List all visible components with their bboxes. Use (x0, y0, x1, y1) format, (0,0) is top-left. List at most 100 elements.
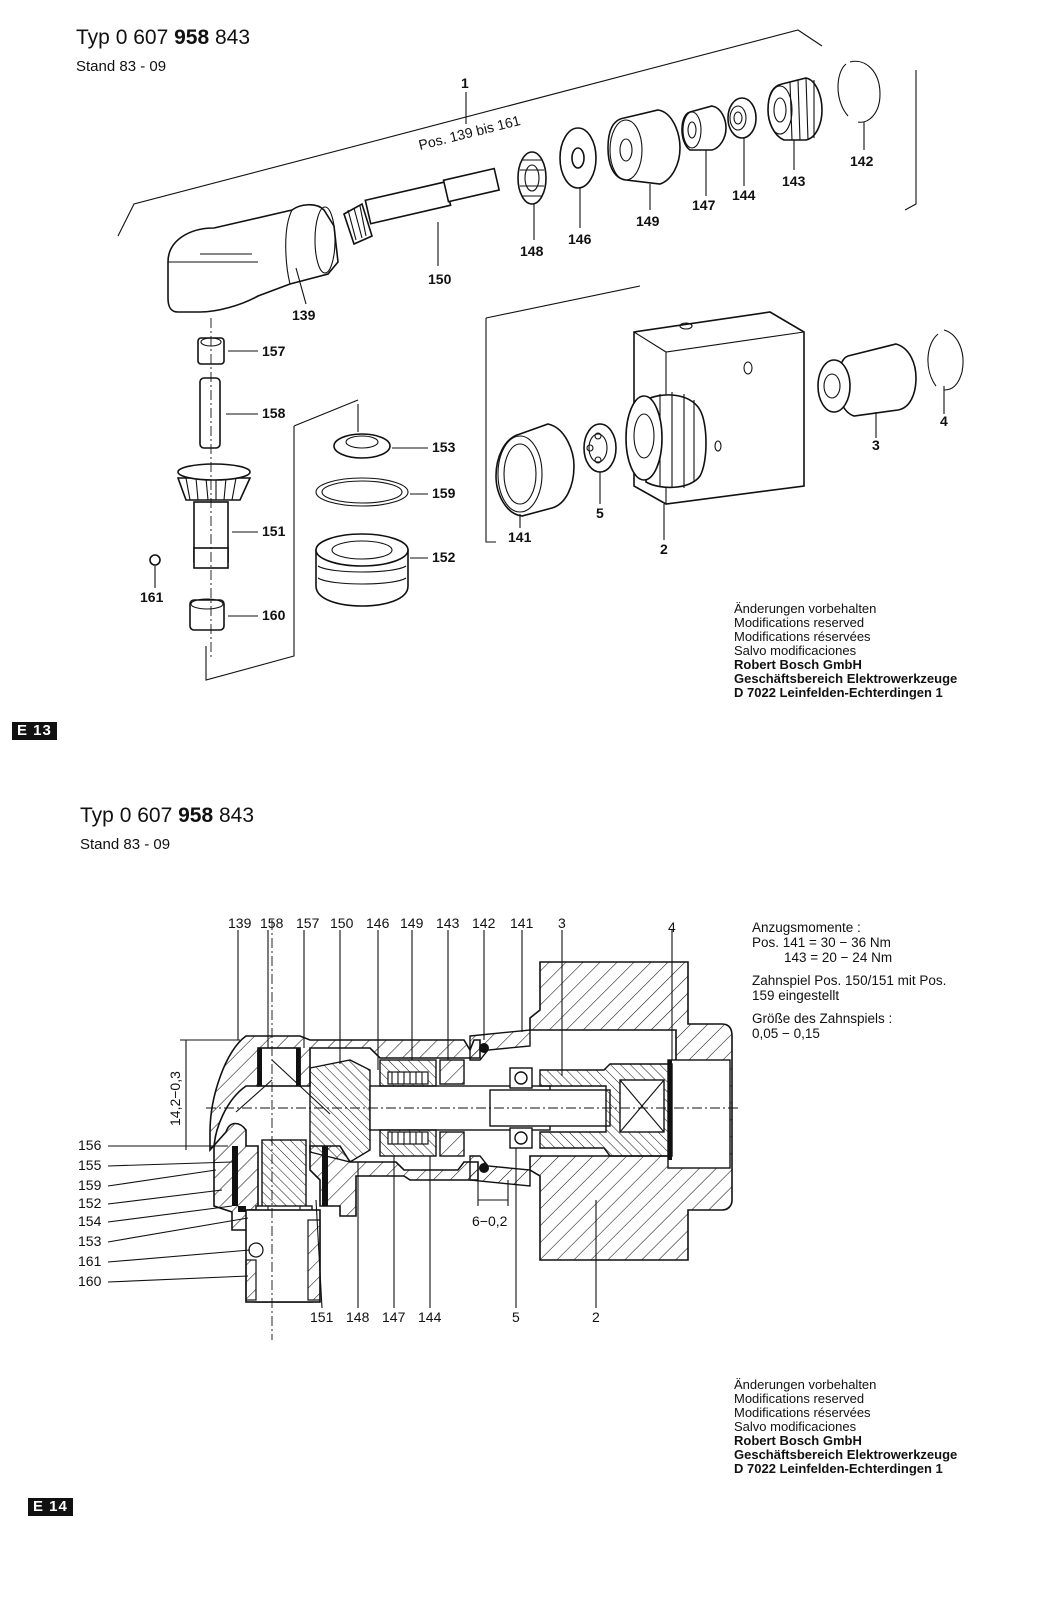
top-leaders (237, 930, 673, 1076)
bottom-leaders (315, 1148, 597, 1309)
label-143: 143 (782, 173, 806, 189)
part-161-ball (149, 554, 161, 588)
part-4-circlip (927, 329, 964, 414)
part-141-nut (495, 423, 575, 528)
label-147: 147 (692, 197, 716, 213)
section-seals (232, 1146, 328, 1212)
label-151: 151 (262, 523, 286, 539)
notice-line-es: Salvo modificaciones (734, 1419, 857, 1434)
part-157-bushing (197, 337, 258, 365)
notice-line-fr: Modifications réservées (734, 1405, 871, 1420)
label-4: 4 (940, 413, 948, 429)
s2-label-139: 139 (228, 915, 252, 931)
typ-number-b: 958 (174, 26, 210, 49)
sheet1-stand: Stand 83 - 09 (76, 58, 167, 75)
s2-label-147: 147 (382, 1309, 406, 1325)
s2-label-142: 142 (472, 915, 496, 931)
exploded-view-diagram: 1 142 143 144 147 149 146 148 150 139 15… (117, 29, 964, 681)
label-148: 148 (520, 243, 544, 259)
s2-label-3: 3 (558, 915, 566, 931)
label-157: 157 (262, 343, 286, 359)
s2-label-159: 159 (78, 1177, 102, 1193)
dimension-lines (180, 1039, 509, 1206)
notice-company: Robert Bosch GmbH (734, 1433, 862, 1448)
s2-label-144: 144 (418, 1309, 442, 1325)
label-5: 5 (596, 505, 604, 521)
part-148-needle-cage (517, 151, 547, 205)
notice-address: D 7022 Leinfelden-Echterdingen 1 (734, 685, 943, 700)
left-leaders (107, 1145, 251, 1283)
part-150-pinion-shaft (343, 167, 501, 246)
torque-notes: Anzugsmomente : Pos. 141 = 30 − 36 Nm 14… (752, 920, 946, 1041)
typ-number-a: 0 607 (115, 26, 169, 49)
notice-line-de: Änderungen vorbehalten (734, 1377, 877, 1392)
label-142: 142 (850, 153, 874, 169)
label-2: 2 (660, 541, 668, 557)
notice-line-fr: Modifications réservées (734, 629, 871, 644)
typ-number-a: 0 607 (119, 804, 173, 827)
sheet1-notice: Änderungen vorbehalten Modifications res… (734, 602, 957, 700)
label-160: 160 (262, 607, 286, 623)
label-141: 141 (508, 529, 532, 545)
label-158: 158 (262, 405, 286, 421)
s2-label-150: 150 (330, 915, 354, 931)
part-151-bevel-gear (176, 463, 258, 569)
s2-label-153: 153 (78, 1233, 102, 1249)
leaders-top (295, 92, 865, 305)
section-axes (206, 920, 740, 1340)
sheet2-labels: 139 158 157 150 146 149 143 142 141 3 4 … (78, 915, 676, 1325)
label-144: 144 (732, 187, 756, 203)
sheet1-labels: 1 142 143 144 147 149 146 148 150 139 15… (140, 75, 948, 623)
section-part-149-sleeve (379, 1059, 437, 1157)
section-part-139-housing (209, 1035, 481, 1231)
dim-horizontal-label: 6−0,2 (472, 1213, 508, 1229)
size-line-1: Größe des Zahnspiels : (752, 1011, 893, 1026)
section-part-143-ring (439, 1059, 465, 1157)
part-139-housing (167, 203, 339, 313)
torque-line-141: Pos. 141 = 30 − 36 Nm (752, 935, 891, 950)
cluster-frame-right (485, 285, 641, 543)
s2-label-161: 161 (78, 1253, 102, 1269)
section-part-141-nut (469, 1029, 531, 1187)
notice-division: Geschäftsbereich Elektrowerkzeuge (734, 1447, 958, 1462)
notice-company: Robert Bosch GmbH (734, 657, 862, 672)
torque-title: Anzugsmomente : (752, 920, 861, 935)
s2-label-5: 5 (512, 1309, 520, 1325)
label-146: 146 (568, 231, 592, 247)
sectional-view-diagram: 139 158 157 150 146 149 143 142 141 3 4 … (78, 915, 740, 1340)
backlash-line-1: Zahnspiel Pos. 150/151 mit Pos. (752, 973, 947, 988)
part-149-sleeve (607, 109, 681, 185)
label-152: 152 (432, 549, 456, 565)
part-160-bushing (189, 598, 258, 631)
s2-label-149: 149 (400, 915, 424, 931)
section-part-5-bearing (509, 1067, 533, 1149)
part-143-threaded-ring (767, 77, 823, 141)
notice-line-es: Salvo modificaciones (734, 643, 857, 658)
section-part-2-block (529, 961, 733, 1261)
s2-label-143: 143 (436, 915, 460, 931)
typ-number-c: 843 (219, 804, 255, 827)
typ-prefix: Typ (76, 26, 110, 49)
part-146-washer (559, 127, 597, 189)
sheet2-stand: Stand 83 - 09 (80, 836, 171, 853)
notice-line-de: Änderungen vorbehalten (734, 601, 877, 616)
s2-label-4: 4 (668, 919, 676, 935)
torque-line-143: 143 = 20 − 24 Nm (784, 950, 893, 965)
s2-label-151: 151 (310, 1309, 334, 1325)
typ-number-c: 843 (215, 26, 251, 49)
sheet2-notice: Änderungen vorbehalten Modifications res… (734, 1378, 957, 1476)
label-159: 159 (432, 485, 456, 501)
pos-range-label: Pos. 139 bis 161 (417, 112, 522, 153)
typ-number-b: 958 (178, 804, 214, 827)
label-3: 3 (872, 437, 880, 453)
s2-label-158: 158 (260, 915, 284, 931)
s2-label-154: 154 (78, 1213, 102, 1229)
label-150: 150 (428, 271, 452, 287)
part-5-bearing (583, 423, 617, 504)
label-153: 153 (432, 439, 456, 455)
section-part-151-shaft (245, 1139, 321, 1303)
dim-vertical-label: 14,2−0,3 (167, 1071, 183, 1126)
s2-label-156: 156 (78, 1137, 102, 1153)
s2-label-2: 2 (592, 1309, 600, 1325)
s2-label-141: 141 (510, 915, 534, 931)
